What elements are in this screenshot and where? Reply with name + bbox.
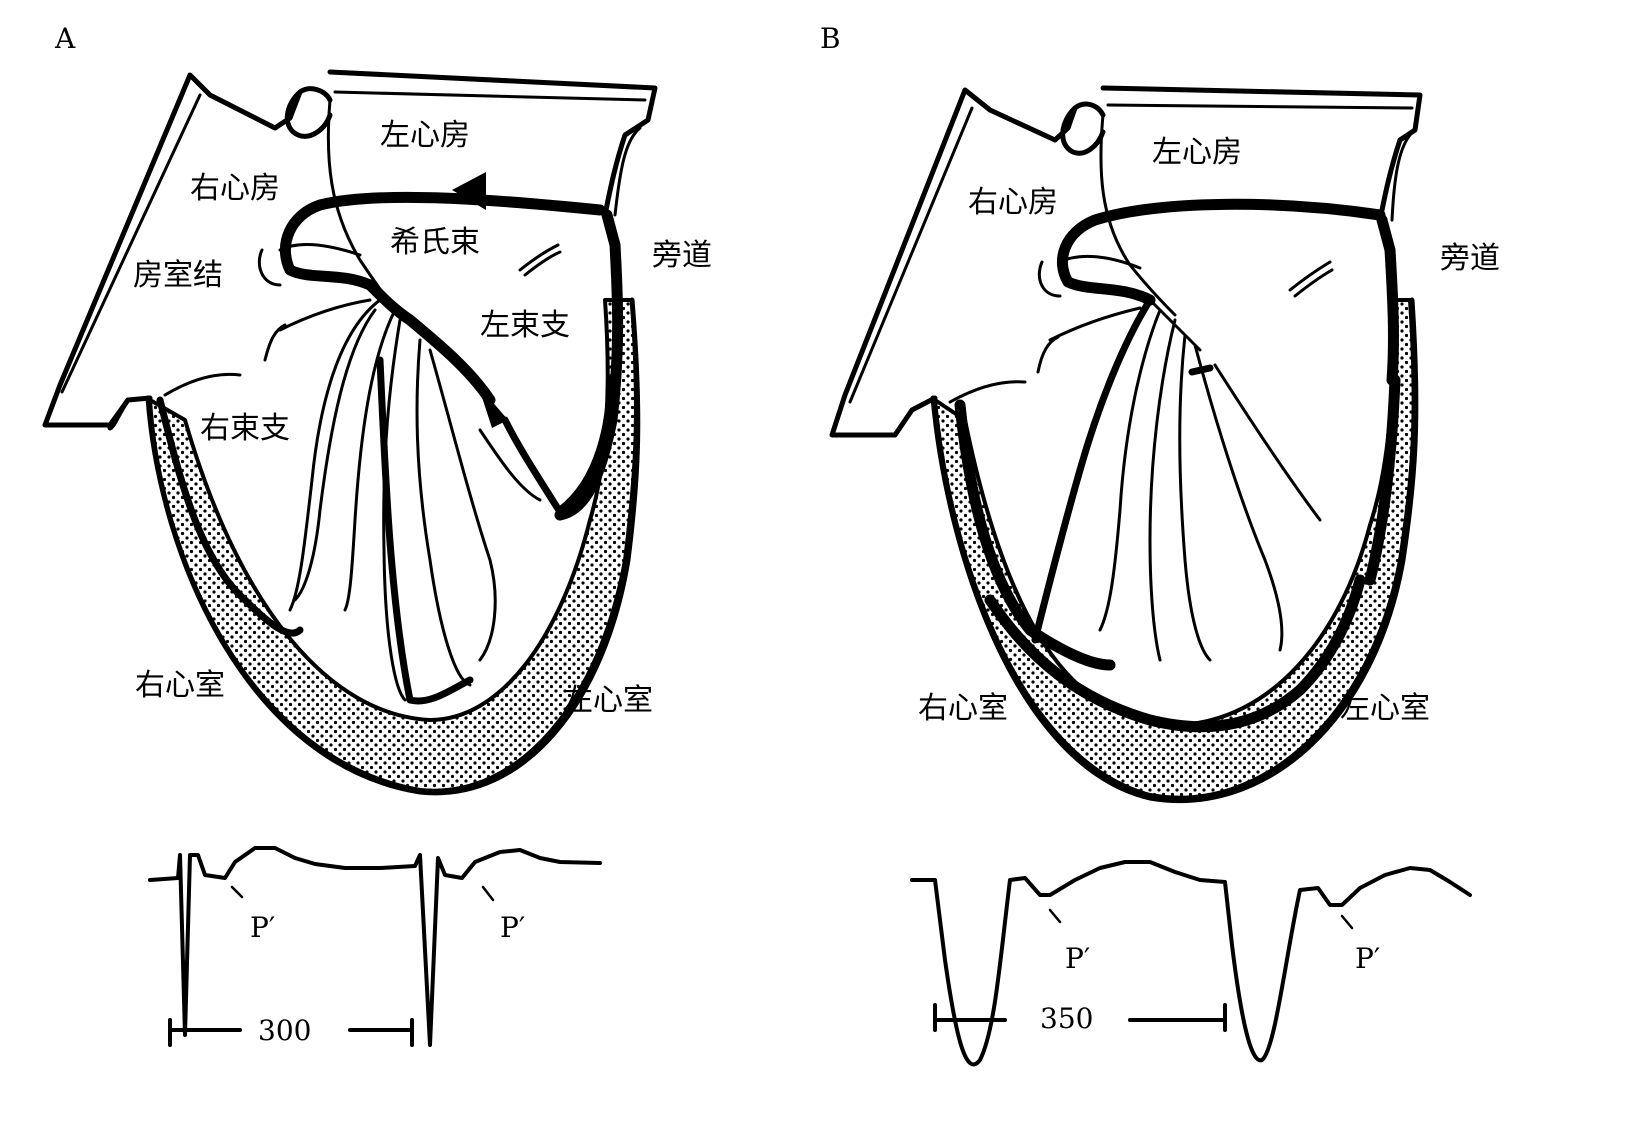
panel-a-letter: A: [54, 22, 76, 55]
panel-b-rv-branch: [1036, 335, 1060, 374]
panel-a-ra-lower: [107, 397, 131, 431]
panel-b-label-right-atrium: 右心房: [968, 185, 1058, 220]
panel-a-lv-muscle-band: [518, 243, 562, 277]
panel-a-left-atrium-wall: [327, 69, 658, 218]
panel-a-rv-branch: [263, 323, 287, 362]
panel-b-label-accessory-pathway: 旁道: [1440, 241, 1500, 276]
panel-b-right-atrium-wall: [829, 87, 1106, 438]
panel-b-av-ring: [1056, 198, 1386, 306]
panel-a-ecg: P′ P′ 300: [148, 846, 602, 1047]
panel-b-la-inner-edge: [1106, 103, 1414, 222]
panel-b-label-right-ventricle: 右心室: [918, 691, 1008, 726]
panel-a-label-left-ventricle: 左心室: [563, 683, 653, 718]
panel-b-ecg-p-prime-1: P′: [1065, 942, 1090, 975]
panel-b-apex-activation: [984, 574, 1366, 733]
panel-a-label-his-bundle: 希氏束: [390, 225, 480, 260]
panel-b-septal-branch: [1048, 306, 1142, 342]
panel-a-tricuspid-leaflet: [163, 372, 242, 397]
panel-b-lv-activation: [1364, 374, 1401, 586]
panel-b-atrial-septum: [1099, 113, 1177, 317]
panel-b-ecg: P′ P′ 350: [910, 860, 1472, 1067]
panel-b-ventricle-outer: [930, 297, 1419, 804]
panel-b-ra-inner-edge: [848, 106, 974, 404]
panel-b-heart: [829, 85, 1423, 804]
panel-a-la-arrowhead: [452, 172, 486, 210]
panel-a-ra-inner-edge: [60, 93, 202, 394]
panel-b-rbb-activation: [1031, 296, 1154, 644]
panel-a-rv-endocardium: [156, 396, 304, 637]
panel-a-septum-endocardium: [376, 356, 474, 705]
panel-a-label-right-bundle-branch: 右束支: [200, 411, 290, 446]
panel-b-his-block-mark: [1188, 364, 1214, 376]
panel-a-ecg-p2-pointer: [481, 885, 495, 902]
panel-a-la-inner-edge: [333, 90, 647, 217]
panel-b-left-atrium-wall: [1100, 85, 1423, 223]
panel-b-ecg-p-prime-2: P′: [1355, 942, 1380, 975]
panel-a-av-valve: [257, 243, 362, 287]
panel-a-ecg-interval-bracket: [168, 1018, 414, 1047]
panel-a-label-right-ventricle: 右心室: [135, 668, 225, 703]
panel-a-lbb-fascicle: [478, 428, 542, 502]
panel-b: B P′: [820, 22, 1500, 1067]
panel-b-tricuspid-leaflet: [948, 380, 1027, 404]
panel-b-ecg-p2-pointer: [1340, 914, 1354, 930]
panel-a-ecg-p1-pointer: [230, 885, 244, 899]
panel-a-lbb-lower: [501, 416, 564, 516]
panel-a-ecg-interval: 300: [258, 1014, 311, 1047]
panel-b-accessory-pathway: [1376, 214, 1399, 386]
panel-b-ecg-p1-pointer: [1048, 908, 1062, 924]
panel-a-label-accessory-pathway: 旁道: [652, 238, 712, 273]
panel-a-lbb-arrowhead: [478, 385, 508, 428]
panel-b-letter: B: [820, 22, 841, 55]
panel-a-label-left-bundle-branch: 左束支: [480, 308, 570, 343]
panel-a-his-bundle: [364, 279, 496, 406]
panel-a-rbb-branch: [288, 298, 497, 702]
panel-a-label-right-atrium: 右心房: [190, 171, 280, 206]
panel-a-ecg-p-prime-1: P′: [250, 911, 275, 944]
panel-a-label-av-node: 房室结: [133, 258, 223, 293]
panel-a-ecg-p-prime-2: P′: [500, 911, 525, 944]
panel-b-ecg-interval: 350: [1040, 1002, 1093, 1035]
panel-a: A: [42, 22, 712, 1047]
panel-a-ecg-trace: [148, 846, 602, 1047]
panel-b-rv-activation: [954, 399, 1116, 671]
panel-a-label-left-atrium: 左心房: [380, 118, 470, 153]
panel-b-ecg-trace: [910, 860, 1472, 1067]
panel-a-accessory-pathway: [554, 209, 624, 521]
panel-a-septal-branch: [278, 298, 372, 332]
panel-b-label-left-ventricle: 左心室: [1340, 691, 1430, 726]
panel-b-ecg-interval-bracket: [933, 1003, 1227, 1032]
panel-a-av-ring: [280, 191, 606, 291]
panel-a-heart: [42, 69, 658, 796]
panel-b-label-left-atrium: 左心房: [1152, 135, 1242, 170]
panel-a-ventricle-outer: [145, 297, 641, 796]
panel-b-av-valve: [1037, 254, 1142, 298]
panel-b-bundle-fascicles: [1098, 298, 1322, 662]
panel-b-lv-muscle-band: [1288, 260, 1334, 298]
